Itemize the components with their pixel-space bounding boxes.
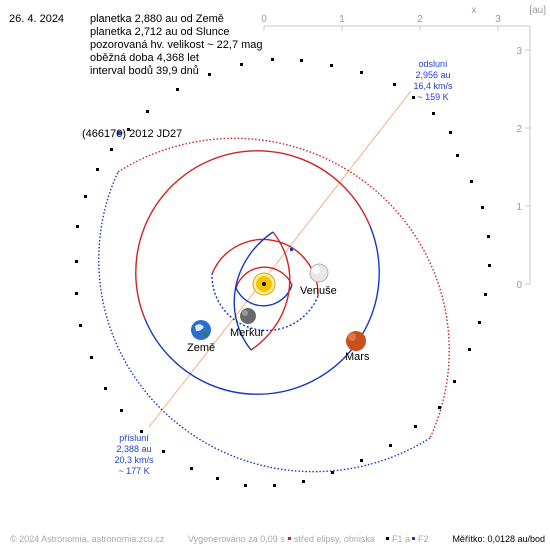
perihelion-title: přísluní — [119, 433, 149, 443]
x-axis-name: x — [472, 5, 477, 16]
legend-f1-label: F1 a — [392, 534, 410, 544]
venus — [309, 263, 329, 283]
legend-f2-label: F2 — [418, 534, 429, 544]
venus-label: Venuše — [300, 285, 337, 297]
legend-f1-swatch — [386, 537, 389, 540]
top-tick-2: 2 — [417, 14, 423, 25]
right-tick-0: 0 — [516, 280, 522, 291]
venus-orbit-south — [211, 273, 319, 332]
mercury-label: Merkur — [230, 327, 265, 339]
top-tick-0: 0 — [261, 14, 267, 25]
perihelion-temp: ~ 177 K — [118, 466, 149, 476]
info-line-distance-earth: planetka 2,880 au od Země — [90, 13, 224, 25]
right-tick-2: 2 — [516, 124, 522, 135]
sun — [252, 272, 276, 296]
aphelion-title: odsluní — [418, 59, 448, 69]
footer-scale: Měřítko: 0,0128 au/bod — [452, 534, 545, 544]
info-line-period: oběžná doba 4,368 let — [90, 52, 199, 64]
orbit-point-markers — [75, 58, 491, 487]
legend-center-swatch — [288, 537, 291, 540]
apsis-line — [148, 90, 412, 428]
mercury-orbit-north — [235, 266, 293, 289]
info-line-interval: interval bodů 39,9 dnů — [90, 65, 199, 77]
footer-copyright: © 2024 Astronomia, astronomia.zcu.cz — [10, 534, 165, 544]
aphelion-temp: ~ 159 K — [417, 92, 448, 102]
mercury — [240, 308, 256, 324]
orbit-center-marker — [290, 248, 293, 251]
footer-generated: Vygenerováno za 0,09 s — [188, 534, 285, 544]
perihelion-distance: 2,388 au — [116, 444, 151, 454]
asteroid-orbit-north — [117, 137, 450, 439]
earth — [191, 320, 211, 340]
date-label: 26. 4. 2024 — [9, 13, 64, 25]
legend-center-label: střed elipsy, ohniska — [294, 534, 375, 544]
right-tick-3: 3 — [516, 46, 522, 57]
earth-orbit-north — [135, 150, 371, 320]
perihelion-speed: 20,3 km/s — [114, 455, 154, 465]
top-tick-3: 3 — [495, 14, 501, 25]
top-tick-1: 1 — [339, 14, 345, 25]
aphelion-speed: 16,4 km/s — [413, 81, 453, 91]
mars-orbit-north — [250, 231, 291, 351]
earth-orbit-south — [144, 225, 380, 395]
mars — [346, 331, 366, 351]
aphelion-distance: 2,956 au — [415, 70, 450, 80]
right-tick-1: 1 — [516, 202, 522, 213]
axis-unit: [au] — [529, 5, 546, 16]
mars-label: Mars — [345, 351, 370, 363]
info-line-distance-sun: planetka 2,712 au od Slunce — [90, 26, 229, 38]
asteroid-label: (466170) 2012 JD27 — [82, 128, 182, 140]
axis-ticks — [263, 26, 530, 285]
info-line-magnitude: pozorovaná hv. velikost ~ 22,7 mag — [90, 39, 263, 51]
mars-orbit-south — [233, 231, 274, 351]
earth-label: Země — [187, 342, 215, 354]
legend-f2-swatch — [412, 537, 415, 540]
